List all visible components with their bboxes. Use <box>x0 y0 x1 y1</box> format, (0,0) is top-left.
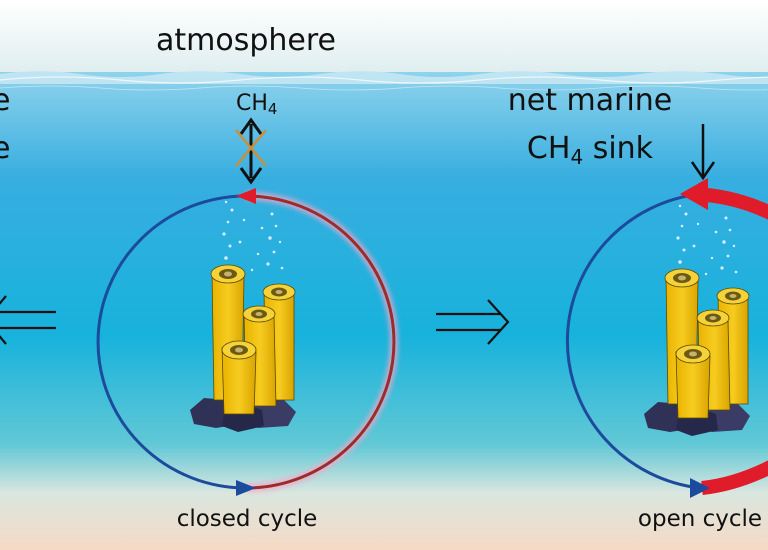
cycle-blue-arc <box>96 194 247 490</box>
left-cropped-label-top: e <box>0 83 10 118</box>
atmosphere-label: atmosphere <box>156 23 336 58</box>
ch4-label: CH4 <box>236 91 277 118</box>
open-cycle-red-lower <box>701 460 768 495</box>
left-cropped-label-bottom: e <box>0 131 10 166</box>
closed-cycle-label: closed cycle <box>177 506 318 532</box>
down-arrow-icon <box>690 124 716 181</box>
open-arrowhead-top <box>680 178 708 210</box>
ch4-sink-label: CH4 sink <box>527 131 654 169</box>
net-marine-label: net marine <box>508 83 673 118</box>
implies-arrow-icon <box>436 299 510 345</box>
sea-surface <box>0 71 768 84</box>
double-headed-arrow-crossed-icon <box>235 117 267 185</box>
open-cycle-blue-arc <box>565 192 701 490</box>
open-arrowhead-bottom <box>690 478 710 498</box>
implies-arrow-left-icon <box>0 295 56 345</box>
ocean-region <box>0 72 768 550</box>
cycle-red-arc <box>245 194 396 490</box>
open-cycle-scene: net marine CH4 sink open cycle <box>508 83 768 532</box>
arrowhead-bottom <box>236 480 256 496</box>
arrowhead-top <box>236 188 256 204</box>
open-cycle-label: open cycle <box>638 506 762 532</box>
atmosphere-region <box>0 0 768 80</box>
closed-cycle-scene: CH4 closed cycle <box>96 91 399 532</box>
